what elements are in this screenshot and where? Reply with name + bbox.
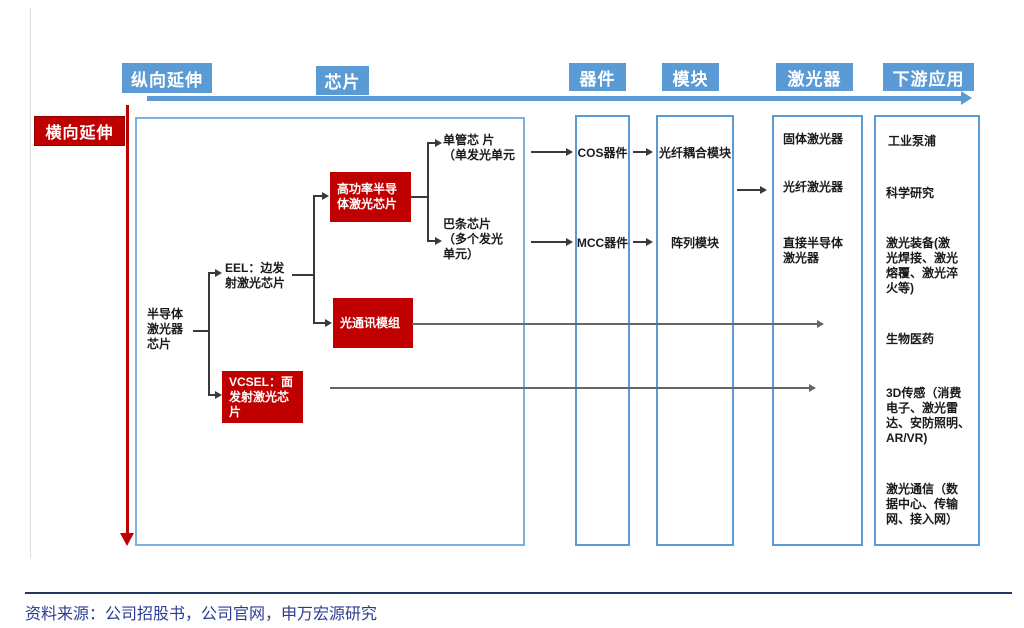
downstream-3d-sensing: 3D传感（消费 电子、激光雷 达、安防照明、 AR/VR) xyxy=(886,386,971,445)
solid-laser-label: 固体激光器 xyxy=(783,132,844,146)
downstream-science-research: 科学研究 xyxy=(886,186,935,200)
connector-line xyxy=(292,274,314,276)
connector-line xyxy=(313,196,315,324)
connector-line xyxy=(427,142,436,144)
footer-rule xyxy=(25,592,1012,594)
arrowhead-icon xyxy=(435,139,442,147)
arrowhead-icon xyxy=(325,319,332,327)
header-module: 模块 xyxy=(662,63,719,91)
connector-line xyxy=(208,272,216,274)
source-note: 资料来源：公司招股书，公司官网，申万宏源研究 xyxy=(25,606,378,623)
high-power-chip-box: 高功率半导 体激光芯片 xyxy=(330,172,411,222)
header-device: 器件 xyxy=(569,63,626,91)
arrow-head-icon xyxy=(961,91,972,105)
arrowhead-icon xyxy=(322,192,329,200)
arrowhead-icon xyxy=(809,384,816,392)
arrowhead-icon xyxy=(646,238,653,246)
array-module-label: 阵列模块 xyxy=(670,236,719,250)
connector-line xyxy=(313,322,326,324)
header-laser: 激光器 xyxy=(776,63,853,91)
arrowhead-icon xyxy=(215,269,222,277)
header-vertical-extension: 纵向延伸 xyxy=(122,63,212,93)
optical-comm-module-box: 光通讯模组 xyxy=(333,298,413,348)
header-downstream: 下游应用 xyxy=(883,63,974,91)
arrowhead-icon xyxy=(435,237,442,245)
connector-line xyxy=(531,241,567,243)
arrow-head-icon xyxy=(120,533,134,546)
fiber-laser-label: 光纤激光器 xyxy=(783,180,844,194)
mcc-device-label: MCC器件 xyxy=(576,236,629,250)
connector-line xyxy=(427,143,429,242)
header-chip: 芯片 xyxy=(316,66,369,95)
module-column-box xyxy=(656,115,734,546)
downstream-column-box xyxy=(874,115,980,546)
fiber-coupling-module-label: 光纤耦合模块 xyxy=(658,146,731,160)
bar-chip-label: 巴条芯片 （多个发光 单元） xyxy=(443,217,504,261)
horizontal-flow-arrow xyxy=(147,96,962,101)
slide-guide-line xyxy=(30,8,31,558)
downstream-biomedical: 生物医药 xyxy=(886,332,935,346)
eel-chip-label: EEL：边发 射激光芯片 xyxy=(225,261,286,290)
vertical-flow-arrow xyxy=(126,105,129,534)
connector-line xyxy=(633,151,647,153)
connector-line xyxy=(427,240,436,242)
arrowhead-icon xyxy=(646,148,653,156)
device-column-box xyxy=(575,115,630,546)
connector-line xyxy=(737,189,761,191)
laser-column-box xyxy=(772,115,863,546)
connector-line xyxy=(208,273,210,396)
arrowhead-icon xyxy=(566,148,573,156)
connector-line xyxy=(193,330,209,332)
connector-line xyxy=(330,387,810,389)
side-label-horizontal-extension: 横向延伸 xyxy=(34,116,125,146)
connector-line xyxy=(633,241,647,243)
connector-line xyxy=(531,151,567,153)
downstream-laser-communication: 激光通信（数 据中心、传输 网、接入网） xyxy=(886,482,959,526)
single-tube-chip-label: 单管芯 片 （单发光单元 xyxy=(443,133,516,162)
connector-line xyxy=(313,195,323,197)
downstream-laser-equipment: 激光装备(激 光焊接、激光 熔覆、激光淬 火等) xyxy=(886,236,959,295)
connector-line xyxy=(411,196,428,198)
direct-semiconductor-laser-label: 直接半导体 激光器 xyxy=(783,236,844,265)
semiconductor-laser-chip-label: 半导体 激光器 芯片 xyxy=(147,307,184,351)
connector-line xyxy=(412,323,818,325)
vcsel-chip-box: VCSEL：面 发射激光芯 片 xyxy=(222,371,303,423)
arrowhead-icon xyxy=(817,320,824,328)
cos-device-label: COS器件 xyxy=(577,146,628,160)
connector-line xyxy=(208,394,216,396)
arrowhead-icon xyxy=(760,186,767,194)
downstream-industrial-pump: 工业泵浦 xyxy=(888,134,937,148)
arrowhead-icon xyxy=(566,238,573,246)
arrowhead-icon xyxy=(215,391,222,399)
